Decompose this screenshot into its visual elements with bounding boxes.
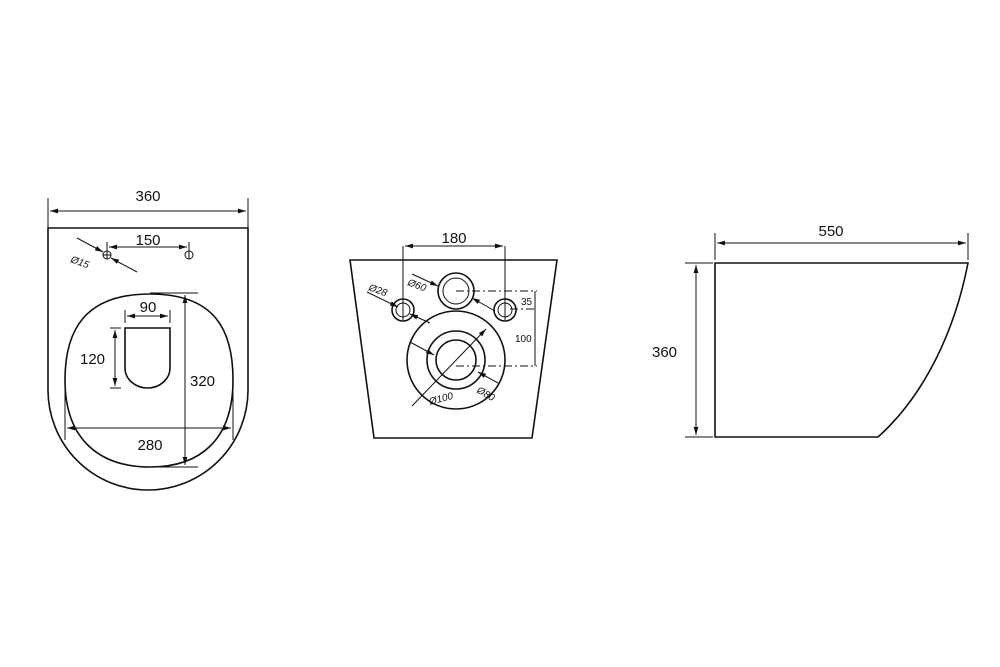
offset-35-label: 35 <box>521 297 533 308</box>
top-view: 360 150 Ø15 90 120 320 280 <box>47 188 249 491</box>
side-outline <box>714 262 969 438</box>
outlet-inner-diameter-label: Ø80 <box>474 385 497 405</box>
opening-length-label: 120 <box>80 351 105 368</box>
bowl-outline <box>47 227 249 491</box>
pipe-spacing-label: 180 <box>441 230 466 247</box>
offset-100-label: 100 <box>515 334 532 345</box>
length-label: 550 <box>818 223 843 240</box>
seat-length-label: 320 <box>190 373 215 390</box>
opening-width-label: 90 <box>140 299 157 316</box>
outlet-outer-diameter-label: Ø100 <box>427 391 455 408</box>
rear-view: 180 35 100 Ø28 Ø60 Ø80 Ø100 <box>349 230 558 439</box>
hole-diameter-label: Ø15 <box>68 254 91 271</box>
rear-outline <box>349 259 558 439</box>
side-view: 550 360 <box>652 223 969 438</box>
bowl-opening <box>124 327 171 389</box>
width-label: 360 <box>135 188 160 205</box>
seat-width-label: 280 <box>137 437 162 454</box>
height-label: 360 <box>652 344 677 361</box>
hole-spacing-label: 150 <box>135 232 160 249</box>
